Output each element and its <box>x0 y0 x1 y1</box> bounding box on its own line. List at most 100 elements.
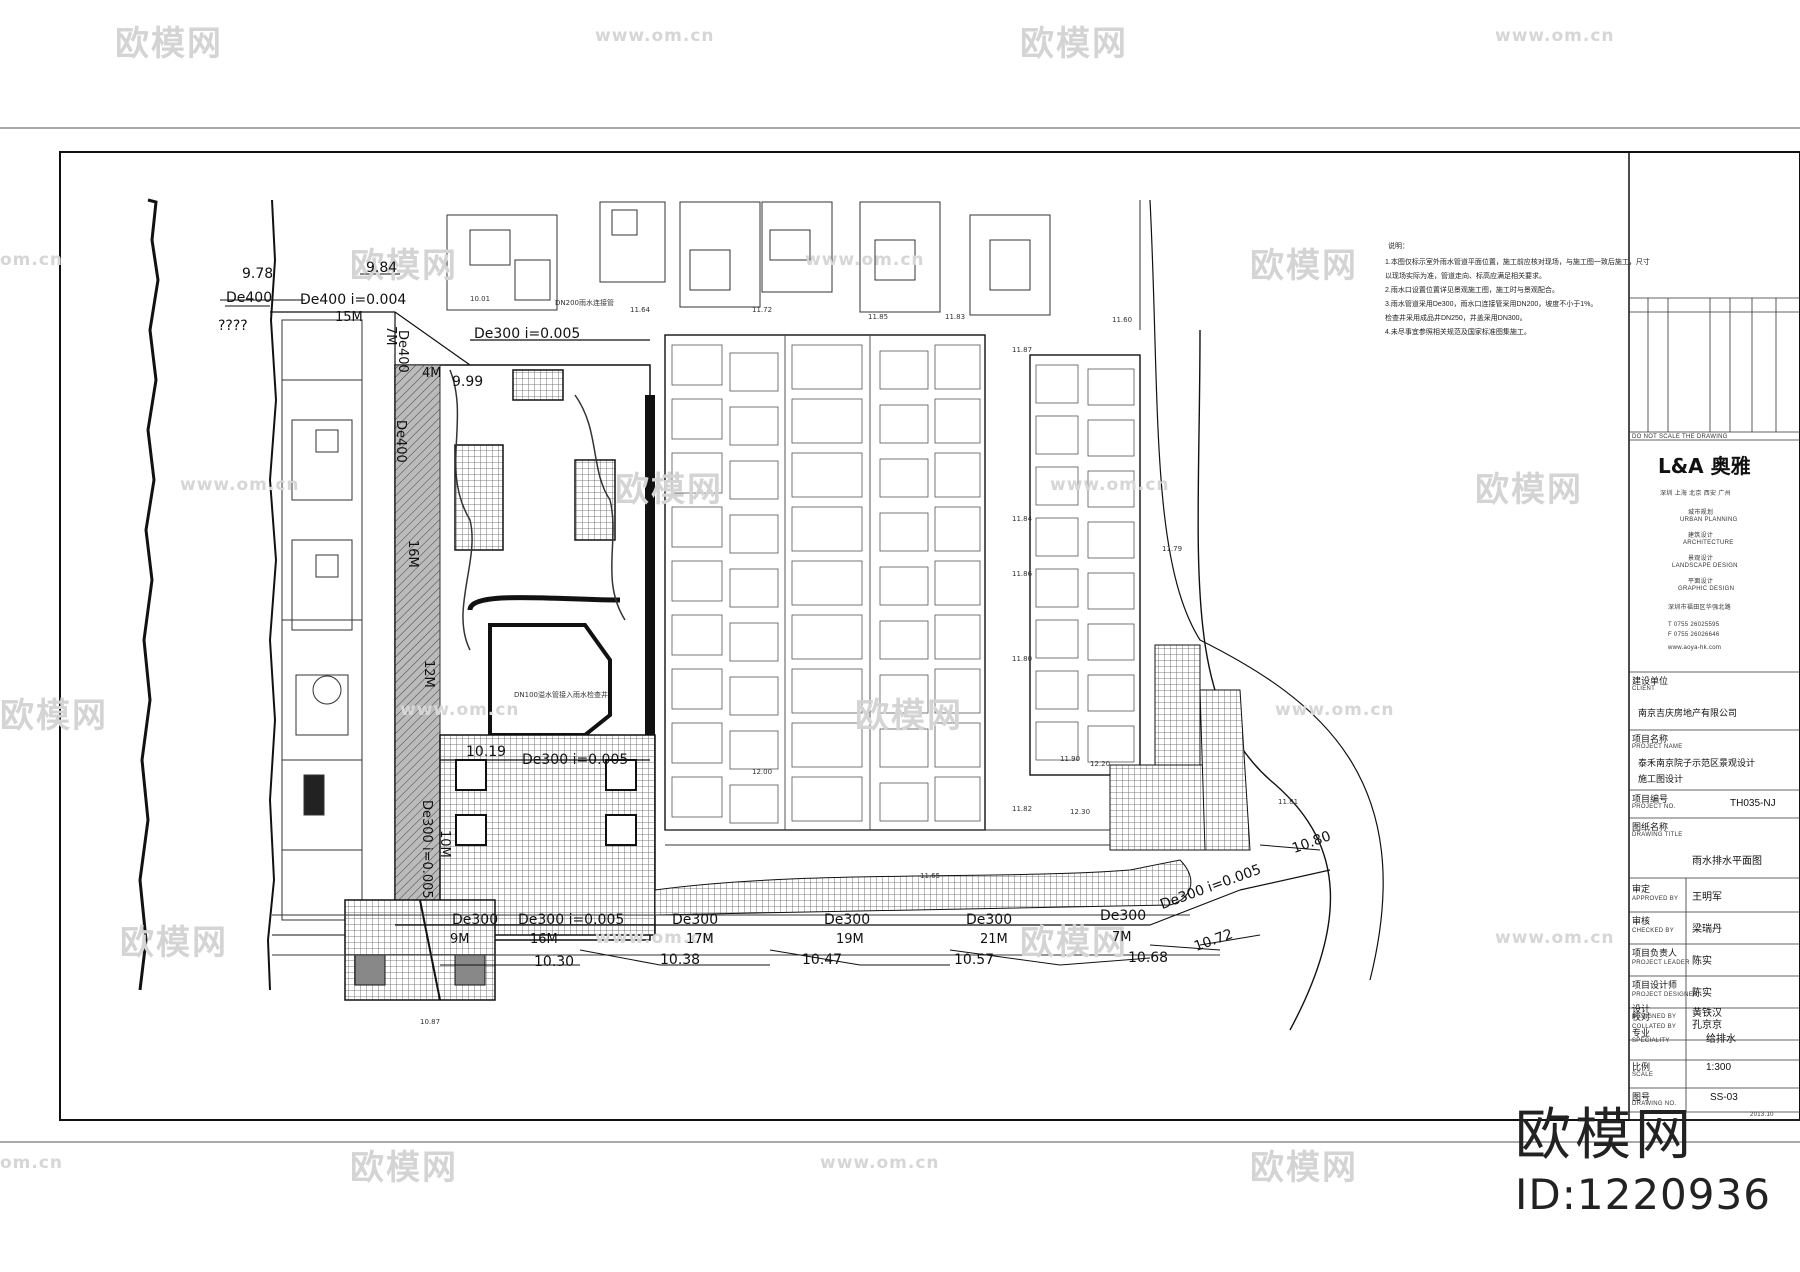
level-12-20: 12.20 <box>1090 760 1111 768</box>
specialty-label: 专业 <box>1632 1028 1651 1038</box>
row-unit-e <box>934 398 981 444</box>
left-building-edge <box>266 199 278 991</box>
watermark-url-5: www.om.cn <box>180 475 300 495</box>
length-4m: 4M <box>422 366 442 381</box>
row-unit-b <box>729 676 779 716</box>
length-16m: 16M <box>530 932 558 947</box>
elev-9-99: 9.99 <box>452 374 484 390</box>
drawing-no-label-en: DRAWING NO. <box>1632 1101 1677 1107</box>
watermark-brand-12: 欧模网 <box>1250 1148 1358 1188</box>
row-unit-g <box>1087 368 1135 406</box>
level-11-87: 11.87 <box>1012 346 1033 354</box>
project-no: TH035-NJ <box>1730 798 1776 809</box>
watermark-url-10: www.om.cn <box>1495 928 1615 948</box>
notes-title: 说明： <box>1388 243 1409 250</box>
row-unit-f <box>1035 619 1079 659</box>
service-3: 景观设计 <box>1688 556 1714 562</box>
row-house-rows <box>671 344 1135 824</box>
row-unit-b <box>729 622 779 662</box>
row-unit-c <box>791 722 863 768</box>
specialty-value: 给排水 <box>1706 1034 1736 1045</box>
role-label: 项目负责人 <box>1632 948 1678 958</box>
row-unit-b <box>729 730 779 770</box>
level-11-79: 11.79 <box>1162 545 1183 553</box>
row-unit-a <box>671 560 723 602</box>
row-unit-d <box>879 566 929 606</box>
length-7m-bottom: 7M <box>1112 930 1132 945</box>
watermark-url-11: om.cn <box>0 1153 64 1173</box>
watermark-brand-11: 欧模网 <box>350 1148 458 1188</box>
bottom-entry-plaza <box>344 899 496 1001</box>
project-name-1: 泰禾南京院子示范区景观设计 <box>1638 758 1756 768</box>
level-12-00: 12.00 <box>752 768 773 776</box>
row-unit-f <box>1035 721 1079 761</box>
scale-value: 1:300 <box>1706 1062 1732 1073</box>
row-unit-g <box>1087 572 1135 610</box>
elev-10-01: 10.01 <box>470 295 491 303</box>
elev-10-38: 10.38 <box>660 952 701 968</box>
pipe-de300-slope-bottom: De300 i=0.005 <box>518 912 625 928</box>
watermark-brand-1: 欧模网 <box>115 24 223 64</box>
role-name: 孔京京 <box>1692 1020 1722 1031</box>
role-label: 项目设计师 <box>1632 980 1678 990</box>
row-unit-e <box>934 668 981 714</box>
id-brand-mark: 欧模网 <box>1515 1103 1695 1168</box>
service-2: 建筑设计 <box>1688 533 1714 539</box>
watermark-url-2: www.om.cn <box>1495 26 1615 46</box>
south-paved-path <box>654 859 1192 916</box>
company-phone: T 0755 26025595 <box>1668 622 1720 628</box>
drawing-frame <box>59 151 1800 1121</box>
row-unit-e <box>934 452 981 498</box>
left-strip-buildings <box>281 319 363 921</box>
dn200-note: DN200雨水连接管 <box>555 299 614 307</box>
role-label-en: APPROVED BY <box>1632 896 1679 902</box>
row-unit-c <box>791 344 863 390</box>
row-unit-a <box>671 344 723 386</box>
company-offices: 深圳 上海 北京 西安 广州 <box>1660 491 1731 497</box>
company-address: 深圳市福田区华强北路 <box>1668 605 1732 611</box>
row-unit-f <box>1035 568 1079 608</box>
top-buildings <box>446 200 1141 330</box>
row-unit-b <box>729 784 779 824</box>
role-label-en: COLLATED BY <box>1632 1024 1677 1030</box>
elev-10-30: 10.30 <box>534 954 575 970</box>
level-11-86: 11.86 <box>1012 570 1033 578</box>
row-unit-f <box>1035 670 1079 710</box>
level-12-30: 12.30 <box>1070 808 1091 816</box>
company-fax: F 0755 26026646 <box>1668 632 1720 638</box>
notes-line-1: 1.本图仅标示室外雨水管道平面位置，施工前应核对现场，与施工图一致后施工，尺寸 <box>1385 259 1650 266</box>
elev-10-57: 10.57 <box>954 952 995 968</box>
row-unit-b <box>729 514 779 554</box>
level-11-90: 11.90 <box>1060 755 1081 763</box>
watermark-brand-8: 欧模网 <box>855 696 963 736</box>
row-unit-g <box>1087 419 1135 457</box>
length-10m-vertical: 10M <box>437 830 452 858</box>
row-unit-e <box>934 506 981 552</box>
row-unit-f <box>1035 466 1079 506</box>
drawing-no: SS-03 <box>1710 1092 1738 1103</box>
role-label-en: PROJECT LEADER <box>1632 960 1690 966</box>
row-unit-d <box>879 674 929 714</box>
length-15m: 15M <box>335 310 363 325</box>
role-label-en: DESIGNED BY <box>1632 1014 1677 1020</box>
pipe-de400-a: De400 <box>226 290 273 306</box>
row-unit-g <box>1087 521 1135 559</box>
row-unit-a <box>671 776 723 818</box>
row-unit-c <box>791 398 863 444</box>
role-name: 陈实 <box>1692 956 1712 967</box>
elev-10-47: 10.47 <box>802 952 843 968</box>
watermark-brand-2: 欧模网 <box>1020 24 1128 64</box>
pipe-de300-slope-top: De300 i=0.005 <box>474 326 581 342</box>
pipe-de300-2: De300 <box>672 912 719 928</box>
project-no-label-en: PROJECT NO. <box>1632 804 1676 810</box>
watermark-url-7: www.om.cn <box>400 700 520 720</box>
elev-9-78: 9.78 <box>242 266 274 282</box>
service-3-en: LANDSCAPE DESIGN <box>1672 563 1738 569</box>
role-label-en: PROJECT DESIGNER <box>1632 992 1698 998</box>
row-unit-a <box>671 668 723 710</box>
row-unit-a <box>671 614 723 656</box>
notes-line-2: 以现场实际为准，管道走向、标高应满足相关要求。 <box>1385 273 1546 280</box>
row-unit-c <box>791 668 863 714</box>
length-9m: 9M <box>450 932 470 947</box>
level-11-60: 11.60 <box>1112 316 1133 324</box>
